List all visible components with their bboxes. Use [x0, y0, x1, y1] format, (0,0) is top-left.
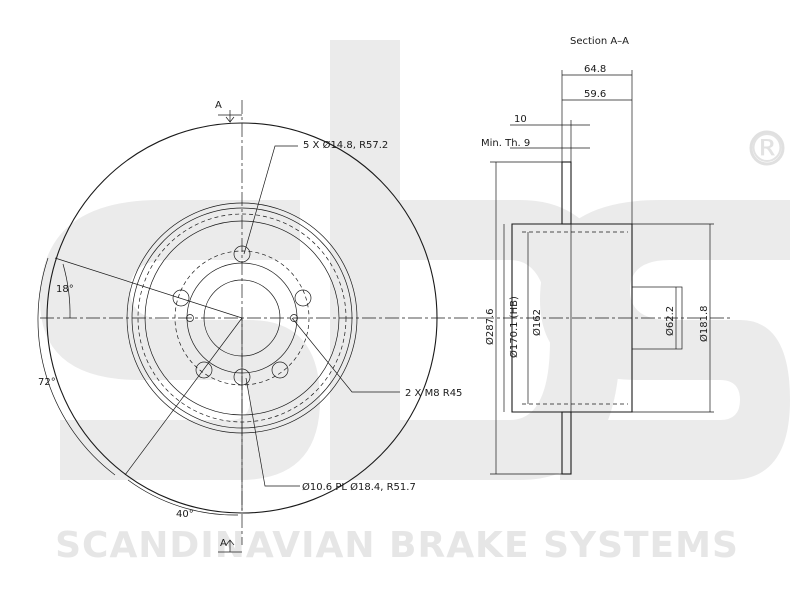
dim-thickness: 10 [514, 114, 527, 125]
dim-hat-inner: Ø162 [531, 309, 543, 336]
threaded-holes-label: 2 X M8 R45 [405, 388, 462, 399]
pilot-holes-label: Ø10.6 PL Ø18.4, R51.7 [302, 481, 416, 493]
disc-section-view [480, 70, 730, 475]
section-marker-bottom: A [220, 538, 227, 549]
angle-40-label: 40° [176, 509, 194, 520]
sbs-logo-watermark [40, 40, 790, 480]
dim-hub-diameter: Ø181.8 [698, 306, 710, 343]
registered-mark: ® [747, 126, 787, 172]
section-title: Section A–A [570, 36, 629, 47]
angle-18-label: 18° [56, 284, 74, 295]
disc-front-view: A A [37, 100, 480, 553]
dim-hat-diameter: Ø170.1 (HB) [508, 296, 520, 358]
bolt-holes-label: 5 X Ø14.8, R57.2 [303, 139, 388, 151]
brand-watermark: SCANDINAVIAN BRAKE SYSTEMS [55, 525, 739, 566]
dim-total-height: 64.8 [584, 64, 606, 75]
dim-outer-diameter: Ø287.6 [484, 309, 496, 346]
dim-min-thickness: Min. Th. 9 [481, 138, 530, 149]
dim-center-bore: Ø62.2 [664, 306, 676, 336]
angle-72-label: 72° [38, 377, 56, 388]
registered-circle-icon [749, 130, 785, 166]
section-marker-top: A [215, 100, 222, 111]
dim-hat-height: 59.6 [584, 89, 606, 100]
